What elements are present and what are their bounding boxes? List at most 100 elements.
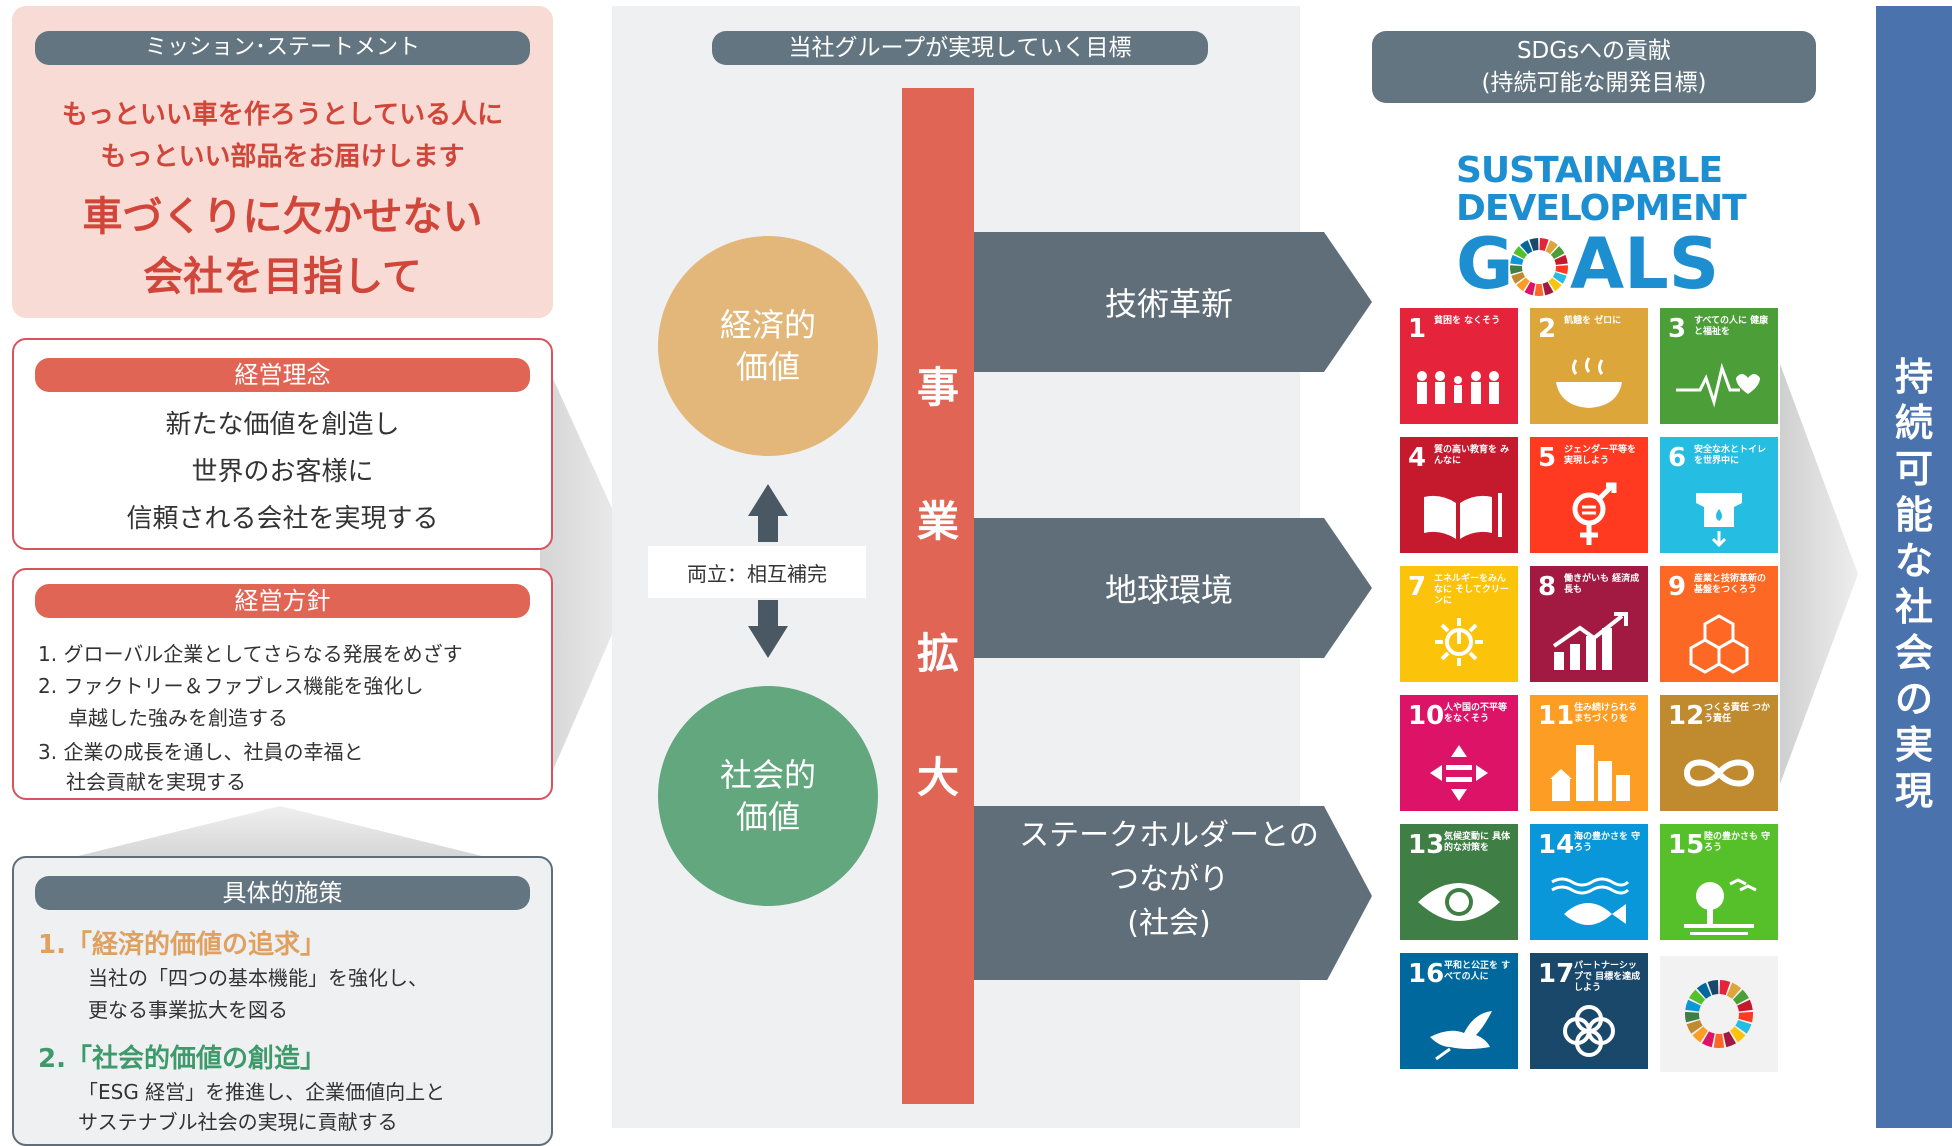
sdg-goal-label: 平和と公正を すべての人に	[1444, 961, 1511, 982]
arrow-stakeholder-label: ステークホルダーとの つながり (社会)	[974, 814, 1364, 946]
sdg-goal-label: 働きがいも 経済成長も	[1564, 574, 1640, 595]
arrow-stakeholder-line3: (社会)	[1127, 906, 1211, 941]
sdg-goal-number: 12	[1668, 701, 1705, 731]
people-icon	[1417, 371, 1499, 404]
sdg-goal-label: 人や国の不平等 をなくそう	[1444, 703, 1508, 724]
right-bar-char: の	[1894, 677, 1933, 721]
sdgs-wheel-tile	[1660, 956, 1778, 1072]
right-bar-char: 持	[1894, 355, 1933, 399]
tree-icon	[1684, 878, 1757, 935]
sdgs-wheel-icon	[1510, 238, 1568, 296]
right-bar-char: な	[1894, 539, 1933, 583]
flower-icon	[1563, 1005, 1615, 1057]
bar-char-3: 拡	[916, 629, 959, 678]
arrow-tech-label: 技術革新	[1104, 285, 1233, 323]
arrow-stakeholder-line1: ステークホルダーとの	[1019, 818, 1319, 853]
sdgs-logo-als: ALS	[1570, 223, 1720, 305]
book-icon	[1424, 493, 1502, 539]
sdg-goal-number: 16	[1408, 959, 1445, 989]
right-bar-char: 社	[1894, 585, 1933, 629]
sdg-goal-number: 7	[1408, 572, 1427, 602]
sdg-goal-label: 飢餓を ゼロに	[1564, 316, 1622, 326]
sdg-goal-number: 6	[1668, 443, 1687, 473]
sdgs-logo: SUSTAINABLE DEVELOPMENT G ALS	[1456, 152, 1747, 305]
left-chevron-arrow	[70, 350, 640, 858]
measures-header: 具体的施策	[35, 876, 530, 910]
policy-line4: 3. 企業の成長を通し、社員の幸福と	[38, 740, 364, 764]
bar-char-1: 事	[916, 363, 959, 412]
right-bar-char: 会	[1894, 631, 1933, 675]
double-arrow-icon	[748, 484, 788, 658]
sdg-goal-number: 8	[1538, 572, 1557, 602]
measures-item1-line1: 当社の「四つの基本機能」を強化し、	[88, 966, 428, 990]
bar-char-4: 大	[916, 753, 959, 802]
sdg-goal-label: 質の高い教育を みんなに	[1434, 445, 1510, 466]
measures-item2-title: 2.「社会的価値の創造」	[38, 1044, 326, 1074]
bowl-icon	[1556, 357, 1622, 408]
sdgs-wheel-large-icon	[1685, 980, 1753, 1048]
philosophy-line2: 世界のお客様に	[191, 457, 374, 487]
right-bar-char: 実	[1894, 723, 1933, 767]
heartbeat-icon	[1676, 362, 1760, 408]
sdg-goal-number: 4	[1408, 443, 1427, 473]
arrow-tech	[974, 232, 1372, 372]
gender-icon	[1572, 482, 1617, 545]
eye-icon	[1418, 883, 1500, 921]
sdg-goal-tile: 9 産業と技術革新の 基盤をつくろう	[1660, 566, 1778, 682]
sdg-goal-number: 1	[1408, 314, 1427, 344]
sdg-goal-number: 15	[1668, 830, 1705, 860]
sdgs-header-line1: SDGsへの貢献	[1516, 38, 1672, 64]
sdg-goal-number: 9	[1668, 572, 1687, 602]
measures-item1-title: 1.「経済的価値の追求」	[38, 930, 326, 960]
sdg-goal-label: 産業と技術革新の 基盤をつくろう	[1694, 574, 1767, 595]
economic-value-line1: 経済的	[719, 306, 816, 344]
infinity-icon	[1683, 759, 1755, 787]
sdg-goal-number: 2	[1538, 314, 1557, 344]
sdg-goal-tile: 2 飢餓を ゼロに	[1530, 308, 1648, 424]
policy-line2: 2. ファクトリー＆ファブレス機能を強化し	[38, 674, 424, 698]
sdg-goal-label: 気候変動に 具体的な対策を	[1444, 832, 1511, 853]
sdg-goal-number: 13	[1408, 830, 1445, 860]
arrow-stakeholder	[974, 806, 1372, 980]
sdgs-header-line2: (持続可能な開発目標)	[1481, 70, 1707, 96]
sun-icon	[1435, 618, 1483, 666]
policy-line1: 1. グローバル企業としてさらなる発展をめざす	[38, 642, 463, 666]
sdg-goal-label: エネルギーをみんなに そしてクリーンに	[1434, 574, 1509, 606]
mission-line1: もっといい車を作ろうとしている人に	[61, 100, 504, 130]
economic-value-circle: 経済的 価値	[658, 236, 878, 456]
sdg-goal-label: 海の豊かさを 守ろう	[1574, 832, 1641, 853]
mission-header: ミッション･ステートメント	[35, 31, 530, 65]
sdg-goal-number: 10	[1408, 701, 1445, 731]
right-bar-char: 能	[1894, 493, 1933, 537]
sdg-goal-label: 住み続けられる まちづくりを	[1574, 703, 1638, 724]
policy-line5: 社会貢献を実現する	[66, 770, 246, 794]
sdgs-logo-g: G	[1456, 223, 1514, 305]
right-bar-char: 現	[1894, 769, 1933, 813]
bar-char-2: 業	[916, 497, 959, 546]
measures-item1-line2: 更なる事業拡大を図る	[88, 998, 288, 1022]
right-bar-char: 可	[1894, 447, 1933, 491]
fish-icon	[1551, 877, 1630, 925]
arrow-env-label: 地球環境	[1104, 571, 1233, 609]
cubes-icon	[1689, 614, 1749, 674]
sdg-goal-tile: 4 質の高い教育を みんなに	[1400, 437, 1518, 553]
sdg-goal-number: 17	[1538, 959, 1575, 989]
sdg-goal-number: 11	[1538, 701, 1575, 731]
sustainable-society-bar	[1876, 6, 1952, 1128]
sdg-goal-label: パートナーシップで 目標を達成しよう	[1574, 961, 1641, 993]
equality-icon	[1430, 745, 1488, 801]
sdg-goal-number: 5	[1538, 443, 1557, 473]
arrow-env	[974, 518, 1372, 658]
sdg-goal-label: つくる責任 つかう責任	[1704, 703, 1770, 724]
city-icon	[1550, 745, 1630, 801]
center-arrows	[974, 232, 1372, 980]
sdg-goal-number: 3	[1668, 314, 1687, 344]
